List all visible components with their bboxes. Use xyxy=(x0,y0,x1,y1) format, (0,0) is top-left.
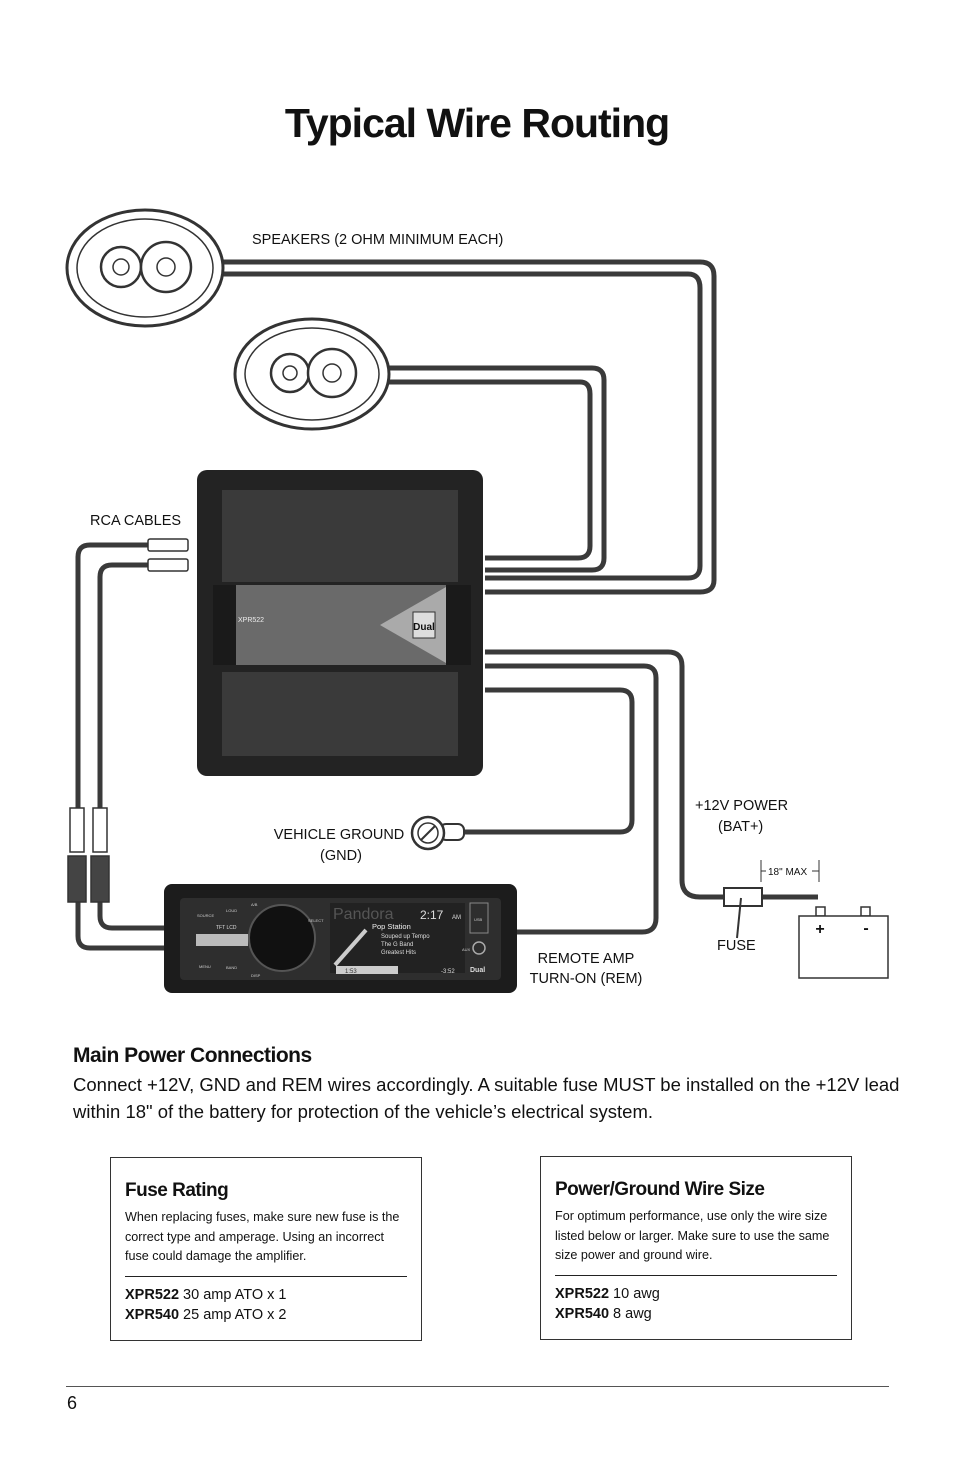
radio-remaining: -3:52 xyxy=(441,969,455,975)
battery xyxy=(798,906,889,979)
radio-button-usb: USB xyxy=(474,917,483,922)
radio-button-tft: TFT LCD xyxy=(216,925,237,931)
radio-button-aux: AUX xyxy=(462,947,471,952)
fuse-rating-box: Fuse Rating When replacing fuses, make s… xyxy=(110,1157,422,1341)
wires xyxy=(75,259,818,951)
radio-button-band: BAND xyxy=(226,965,237,970)
radio-button-disp: DISP xyxy=(251,973,261,978)
value: 10 awg xyxy=(613,1286,660,1302)
radio-time: 2:17 xyxy=(420,908,444,922)
speaker-1-wire xyxy=(222,271,703,581)
rca-cable xyxy=(75,900,165,951)
radio-ampm: AM xyxy=(452,915,461,921)
max-distance-label: 18" MAX xyxy=(768,867,807,878)
radio-source: Pandora xyxy=(333,906,394,923)
footer-divider xyxy=(66,1386,889,1387)
head-unit: Pandora 2:17 AM Pop Station Souped up Te… xyxy=(164,884,517,993)
value: 8 awg xyxy=(613,1306,652,1322)
ground-label: VEHICLE GROUND xyxy=(274,827,405,843)
wiring-diagram: Dual XPR522 18" MAX + - Pandora 2:17 AM … xyxy=(65,208,889,993)
radio-brand: Dual xyxy=(470,967,485,974)
spec-row: XPR522 10 awg xyxy=(555,1284,837,1304)
page-title: Typical Wire Routing xyxy=(284,100,670,146)
value: 25 amp ATO x 2 xyxy=(183,1307,287,1323)
fuse-rating-text: When replacing fuses, make sure new fuse… xyxy=(125,1210,400,1263)
radio-station: Pop Station xyxy=(372,922,411,931)
power-wire xyxy=(485,649,818,900)
dimension-marker xyxy=(760,860,820,882)
power-label-sub: (BAT+) xyxy=(718,819,763,835)
remote-label-sub: TURN-ON (REM) xyxy=(530,971,643,987)
radio-button-loud: LOUD xyxy=(226,908,237,913)
radio-button-ab: A/B xyxy=(251,902,258,907)
wire-size-box: Power/Ground Wire Size For optimum perfo… xyxy=(540,1156,852,1340)
rca-cables-label: RCA CABLES xyxy=(90,513,181,529)
amp-model: XPR522 xyxy=(238,617,264,624)
fuse-rating-heading: Fuse Rating xyxy=(125,1180,229,1201)
wire-size-text: For optimum performance, use only the wi… xyxy=(555,1209,830,1262)
radio-button-select: SELECT xyxy=(308,918,324,923)
main-power-text: Connect +12V, GND and REM wires accordin… xyxy=(73,1074,900,1122)
spec-row: XPR540 25 amp ATO x 2 xyxy=(125,1305,407,1325)
amp-brand: Dual xyxy=(413,622,435,633)
radio-button-source: SOURCE xyxy=(197,913,214,918)
rca-plugs xyxy=(67,538,189,903)
model: XPR540 xyxy=(125,1307,180,1323)
radio-track: Souped up Tempo xyxy=(381,934,430,940)
ground-wire xyxy=(462,687,635,835)
amplifier: Dual XPR522 xyxy=(197,470,483,776)
radio-button-menu: MENU xyxy=(199,964,211,969)
battery-plus: + xyxy=(815,921,824,938)
radio-artist: The G Band xyxy=(381,942,413,948)
rca-cable xyxy=(97,562,150,810)
spec-row: XPR522 30 amp ATO x 1 xyxy=(125,1285,407,1305)
spec-row: XPR540 8 awg xyxy=(555,1304,837,1324)
speaker-2-wire xyxy=(388,365,607,573)
radio-album: Greatest Hits xyxy=(381,950,416,956)
power-label: +12V POWER xyxy=(695,798,788,814)
value: 30 amp ATO x 1 xyxy=(183,1287,287,1303)
ground-terminal xyxy=(410,815,465,851)
remote-label: REMOTE AMP xyxy=(538,951,635,967)
speaker-2-wire xyxy=(388,379,593,561)
page-number: 6 xyxy=(67,1393,78,1413)
main-power-heading: Main Power Connections xyxy=(73,1044,312,1067)
rca-cable xyxy=(97,900,165,931)
divider xyxy=(555,1275,837,1276)
wire-size-heading: Power/Ground Wire Size xyxy=(555,1179,765,1200)
ground-label-sub: (GND) xyxy=(320,848,362,864)
fuse xyxy=(723,887,763,939)
rca-cable xyxy=(75,542,150,810)
speaker-2 xyxy=(233,317,391,431)
speaker-1-wire xyxy=(222,259,717,595)
remote-wire xyxy=(485,663,659,935)
model: XPR522 xyxy=(125,1287,180,1303)
speaker-1 xyxy=(65,208,225,328)
battery-minus: - xyxy=(863,920,868,937)
model: XPR540 xyxy=(555,1306,610,1322)
divider xyxy=(125,1276,407,1277)
fuse-label: FUSE xyxy=(717,938,756,954)
speakers-label: SPEAKERS (2 OHM MINIMUM EACH) xyxy=(252,232,503,248)
radio-elapsed: 1:53 xyxy=(345,969,357,975)
model: XPR522 xyxy=(555,1286,610,1302)
